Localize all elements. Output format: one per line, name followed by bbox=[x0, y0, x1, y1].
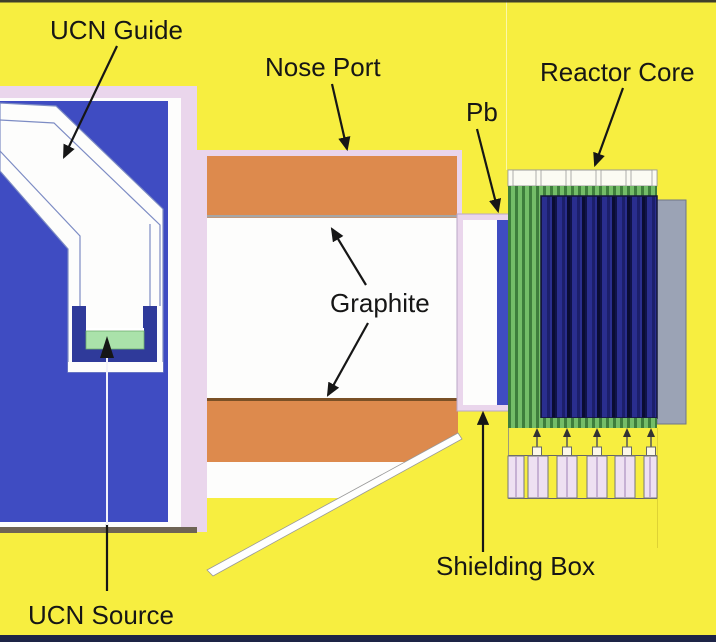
rail-post bbox=[565, 169, 572, 187]
reactor-core-assembly bbox=[507, 169, 687, 499]
nose-port-top-block bbox=[207, 156, 457, 218]
core-reflector-slab bbox=[656, 199, 687, 425]
rod-stem-tip bbox=[647, 428, 655, 437]
ucn-source-arrowhead bbox=[100, 336, 114, 358]
source-slab-top-liner bbox=[86, 328, 144, 332]
diagonal-shield-wall bbox=[206, 432, 463, 577]
graphite-left-border bbox=[197, 150, 207, 532]
left-assembly-right-liner bbox=[168, 98, 181, 532]
control-rod-bodies bbox=[507, 455, 658, 499]
left-assembly-top-border bbox=[0, 86, 197, 98]
nose-port-arrow bbox=[330, 83, 351, 152]
left-assembly-right-border bbox=[181, 86, 197, 532]
annotation-arrows bbox=[63, 45, 625, 591]
rod-stem-base bbox=[562, 446, 572, 457]
graphite-assembly bbox=[197, 150, 463, 577]
scan-bottom-edge bbox=[0, 635, 716, 642]
source-cup-right-arm bbox=[143, 306, 157, 354]
rod-stem-tip bbox=[593, 428, 601, 437]
left-shield-assembly bbox=[0, 86, 197, 533]
graphite-label: Graphite bbox=[330, 288, 430, 318]
ucn-source-vessel bbox=[68, 306, 163, 372]
ucn-guide-label: UCN Guide bbox=[50, 15, 183, 45]
rail-post bbox=[651, 169, 658, 187]
left-assembly-bottom-edge bbox=[0, 527, 197, 533]
ucn-guide-arrow bbox=[63, 45, 118, 159]
core-green-fuel-bars bbox=[508, 196, 542, 428]
shielding-box bbox=[456, 213, 513, 412]
pb-liner-strip bbox=[497, 220, 508, 405]
pb-arrow bbox=[475, 128, 502, 214]
left-assembly-bottom-liner bbox=[0, 522, 181, 527]
graphite-upper-arrow bbox=[330, 227, 367, 286]
rail-post bbox=[625, 169, 632, 187]
graphite-lower-block bbox=[207, 401, 458, 462]
shielding-box-label: Shielding Box bbox=[436, 551, 595, 581]
rail-post bbox=[507, 169, 514, 187]
rod-stem-base bbox=[532, 446, 542, 457]
graphite-right-border bbox=[455, 150, 462, 214]
source-cup-under-liner bbox=[68, 362, 163, 372]
rod-stem-base bbox=[646, 446, 656, 457]
nose-port-cavity bbox=[207, 218, 457, 400]
guide-inner-wall-top bbox=[0, 119, 161, 306]
pb-label: Pb bbox=[466, 97, 498, 127]
core-top-green-band bbox=[508, 186, 657, 196]
shielding-box-cavity bbox=[463, 220, 497, 405]
core-bottom-green-band bbox=[508, 418, 657, 428]
ucn-source-label: UCN Source bbox=[28, 600, 174, 630]
rail-post bbox=[535, 169, 542, 187]
ucn-source-slab bbox=[85, 330, 145, 350]
rod-stem-base bbox=[592, 446, 602, 457]
rod-stem-tip bbox=[533, 428, 541, 437]
nose-port-label: Nose Port bbox=[265, 52, 381, 82]
rail-post bbox=[595, 169, 602, 187]
graphite-top-border bbox=[197, 150, 462, 156]
rod-stem-tip bbox=[563, 428, 571, 437]
core-top-rail bbox=[507, 169, 658, 187]
source-cup-left-arm bbox=[72, 306, 86, 354]
source-cup-bottom bbox=[72, 348, 157, 362]
graphite-lower-arrow bbox=[326, 322, 369, 397]
reactor-core-label: Reactor Core bbox=[540, 57, 695, 87]
nose-port-bottom-seam bbox=[207, 215, 457, 218]
core-navy-lattice bbox=[540, 195, 658, 419]
labels: UCN Guide Nose Port Pb Reactor Core Grap… bbox=[28, 15, 695, 630]
graphite-lower-top-seam bbox=[207, 398, 458, 401]
scan-top-edge bbox=[0, 0, 716, 3]
rod-stem-base bbox=[622, 446, 632, 457]
guide-inner-wall-bottom bbox=[0, 150, 81, 306]
reactor-core-arrow bbox=[593, 87, 625, 168]
rod-stem-tip bbox=[623, 428, 631, 437]
